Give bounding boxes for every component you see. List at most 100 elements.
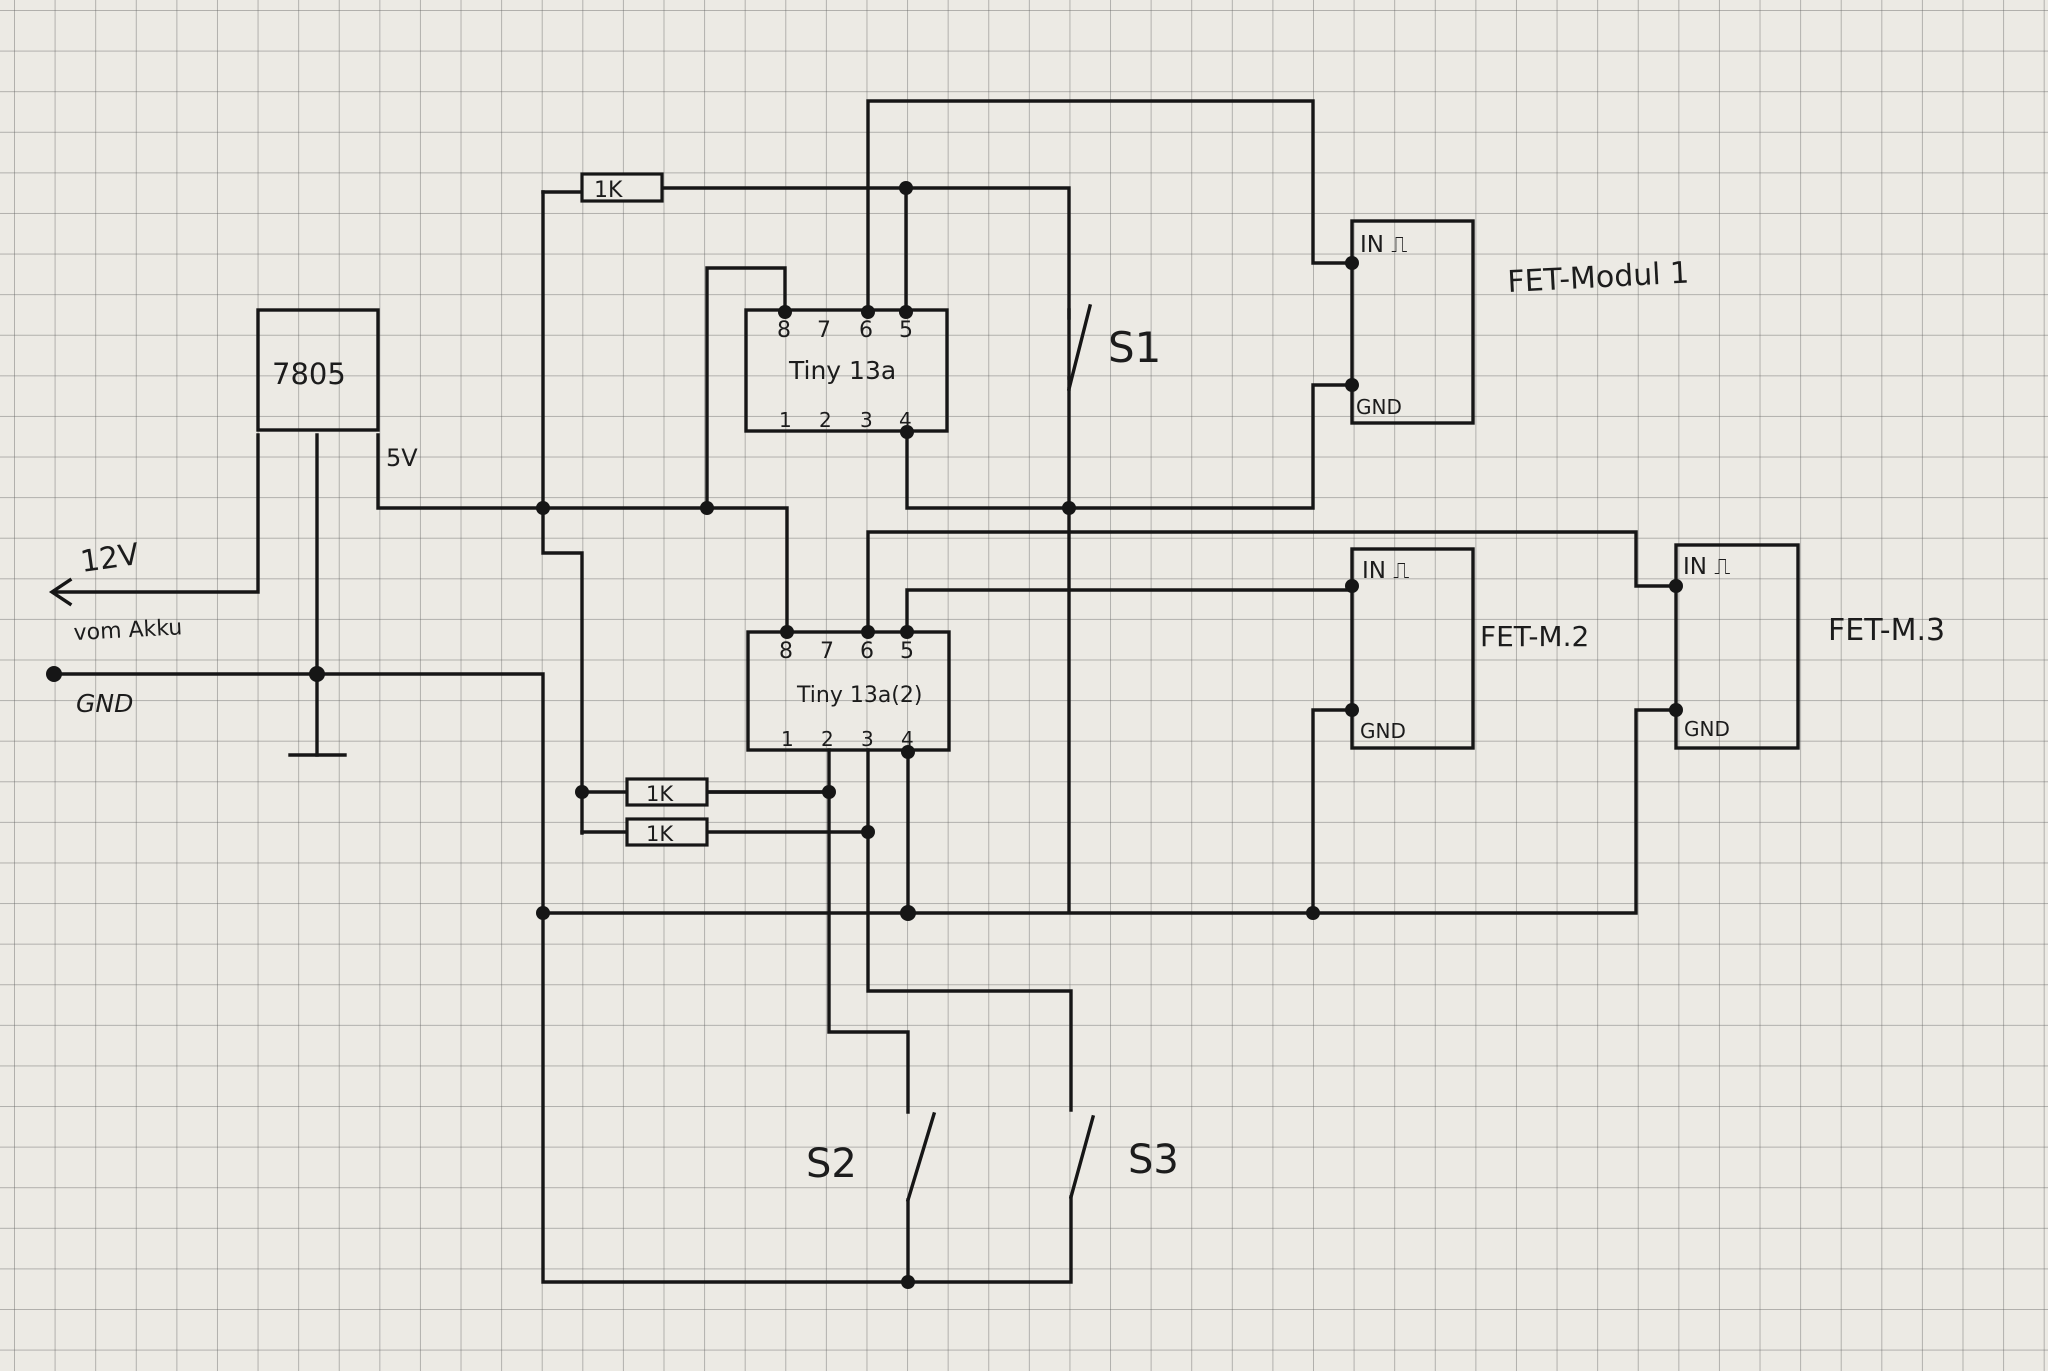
junction-dot bbox=[1062, 501, 1076, 515]
resistor-3 bbox=[625, 817, 709, 847]
wire-mcu2-5 bbox=[905, 588, 1354, 634]
wires bbox=[48, 99, 1678, 1284]
junction-dot bbox=[700, 501, 714, 515]
resistor-2-label: 1K bbox=[646, 782, 674, 806]
fet-module-1-in: IN ⎍ bbox=[1360, 232, 1407, 258]
wire-5v bbox=[376, 433, 789, 634]
fet-module-2-in: IN ⎍ bbox=[1362, 558, 1409, 584]
pin-contact-dot bbox=[1669, 579, 1683, 593]
wire-mcu2-2 bbox=[827, 748, 910, 1114]
mcu2-pin-6: 6 bbox=[860, 639, 874, 664]
switch-s3-blade bbox=[1068, 1114, 1096, 1200]
wire-gnd-in bbox=[52, 672, 545, 915]
pin-contact-dot bbox=[900, 625, 914, 639]
switch-s2-blade bbox=[905, 1111, 937, 1203]
fet-module-1-gnd: GND bbox=[1356, 395, 1402, 419]
wire-mcu2-3 bbox=[866, 748, 1073, 1112]
wire-mcu1-6 bbox=[866, 99, 1354, 312]
switch-s3-label: S3 bbox=[1128, 1137, 1179, 1183]
mcu1-pin-7: 7 bbox=[817, 318, 831, 343]
mcu1-pin-4: 4 bbox=[899, 408, 912, 432]
regulator-label: 7805 bbox=[272, 357, 346, 391]
mcu2-pin-3: 3 bbox=[861, 727, 874, 751]
arrow-12v-icon bbox=[48, 577, 73, 607]
pin-contact-dot bbox=[1669, 703, 1683, 717]
switch-s1-label: S1 bbox=[1108, 323, 1161, 372]
mcu2-pin-5: 5 bbox=[900, 639, 914, 664]
junction-dot bbox=[899, 181, 913, 195]
mcu1-pin-2: 2 bbox=[819, 408, 832, 432]
junction-dot bbox=[900, 905, 916, 921]
wire-12v bbox=[53, 433, 260, 594]
mcu2-box bbox=[746, 630, 951, 752]
pin-contact-dot bbox=[780, 625, 794, 639]
mcu2-pin-7: 7 bbox=[820, 639, 834, 664]
resistor-1-label: 1K bbox=[594, 178, 623, 203]
pin-contact-dot bbox=[861, 305, 875, 319]
junction-dots bbox=[46, 181, 1683, 1289]
labels: 7805 5V 12V vom Akku GND 1K 1K 1K 8 7 6 … bbox=[73, 178, 1945, 1187]
wire-mcu1-8 bbox=[705, 266, 787, 510]
pin-contact-dot bbox=[1345, 256, 1359, 270]
pin-contact-dot bbox=[861, 625, 875, 639]
mcu2-pin-4: 4 bbox=[901, 727, 914, 751]
pin-contact-dot bbox=[901, 745, 915, 759]
mcu2-pin-2: 2 bbox=[821, 727, 834, 751]
pin-contact-dot bbox=[778, 305, 792, 319]
pin-contact-dot bbox=[899, 305, 913, 319]
pin-contact-dot bbox=[1345, 378, 1359, 392]
pin-contact-dot bbox=[1345, 703, 1359, 717]
wire-ground-bus bbox=[541, 708, 1678, 915]
label-12v: 12V bbox=[78, 537, 141, 580]
wire-mcu2-6 bbox=[866, 530, 1678, 634]
fet-module-2-gnd: GND bbox=[1360, 719, 1406, 743]
resistor-2 bbox=[625, 777, 709, 807]
resistor-1 bbox=[580, 172, 664, 203]
terminal-gnd-dot bbox=[46, 666, 62, 682]
pin-contact-dot bbox=[1345, 579, 1359, 593]
wire-mcu1-4 bbox=[905, 383, 1354, 510]
label-vom-akku: vom Akku bbox=[73, 615, 183, 646]
mcu1-pin-1: 1 bbox=[779, 408, 792, 432]
junction-dot bbox=[536, 501, 550, 515]
label-5v: 5V bbox=[386, 444, 418, 472]
wire-top-right bbox=[660, 186, 1071, 380]
mcu2-pin-1: 1 bbox=[781, 727, 794, 751]
fet-module-1-box bbox=[1350, 219, 1475, 425]
fet-module-3-gnd: GND bbox=[1684, 717, 1730, 741]
junction-dot bbox=[901, 1275, 915, 1289]
junction-dot bbox=[309, 666, 325, 682]
fet-module-2-title: FET-M.2 bbox=[1480, 620, 1589, 653]
mcu1-pin-3: 3 bbox=[860, 408, 873, 432]
switch-s3 bbox=[1068, 1114, 1096, 1200]
switch-s2-label: S2 bbox=[806, 1141, 857, 1187]
wire-bottom bbox=[541, 911, 1073, 1284]
fet-module-2-box bbox=[1350, 547, 1475, 750]
fet-module-1-title: FET-Modul 1 bbox=[1507, 256, 1690, 300]
switch-s1 bbox=[1066, 303, 1093, 392]
pin-contact-dot bbox=[900, 425, 914, 439]
resistor-3-label: 1K bbox=[646, 822, 674, 846]
wire-fet2-gnd bbox=[1311, 708, 1354, 915]
switch-s1-blade bbox=[1066, 303, 1093, 392]
junction-dot bbox=[861, 825, 875, 839]
wire-left-bus bbox=[541, 190, 584, 835]
fet-module-3-in: IN ⎍ bbox=[1683, 554, 1730, 580]
mcu1-box bbox=[744, 308, 949, 433]
label-gnd-input: GND bbox=[76, 689, 133, 718]
junction-dot bbox=[575, 785, 589, 799]
switch-s2 bbox=[905, 1111, 937, 1203]
mcu1-pin-6: 6 bbox=[859, 318, 873, 343]
fet-module-3-title: FET-M.3 bbox=[1828, 613, 1945, 648]
junction-dot bbox=[536, 906, 550, 920]
mcu1-pin-5: 5 bbox=[899, 318, 913, 343]
mcu2-pin-8: 8 bbox=[779, 639, 793, 664]
junction-dot bbox=[1306, 906, 1320, 920]
regulator-box bbox=[256, 308, 380, 432]
junction-dot bbox=[822, 785, 836, 799]
mcu2-label: Tiny 13a(2) bbox=[796, 683, 922, 708]
mcu1-pin-8: 8 bbox=[777, 318, 791, 343]
mcu1-label: Tiny 13a bbox=[788, 356, 896, 385]
